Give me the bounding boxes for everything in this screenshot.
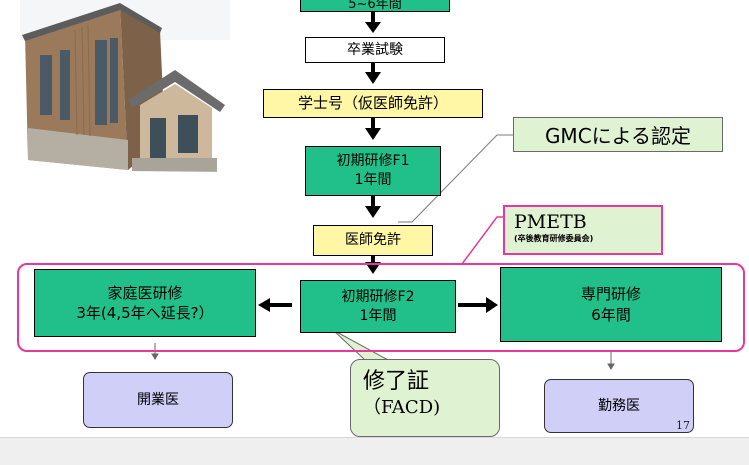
- f1-box: 初期研修F1 1年間: [305, 146, 441, 196]
- family-medicine-box: 家庭医研修 3年(4,5年へ延長?）: [34, 269, 256, 337]
- building-photo: [0, 0, 230, 185]
- specialist-box: 専門研修 6年間: [500, 267, 722, 342]
- family-medicine-label: 家庭医研修 3年(4,5年へ延長?）: [76, 283, 214, 322]
- gp-practice-label: 開業医: [137, 391, 179, 408]
- pmetb-callout: PMETB (卒後教育研修委員会): [503, 205, 663, 255]
- training-group-frame: [17, 263, 745, 352]
- certificate-title: 修了証: [363, 369, 430, 394]
- graduation-exam-label: 卒業試験: [347, 41, 403, 58]
- gmc-label: GMCによる認定: [544, 124, 692, 148]
- hospital-doctor-box: 勤務医: [544, 379, 694, 433]
- license-label: 医師免許: [345, 232, 401, 249]
- f2-box: 初期研修F2 1年間: [300, 280, 456, 333]
- certificate-subtitle: （FACD): [363, 397, 441, 418]
- hospital-doctor-label: 勤務医: [598, 397, 640, 414]
- specialist-label: 専門研修 6年間: [580, 285, 641, 324]
- f2-label: 初期研修F2 1年間: [341, 288, 415, 324]
- gp-practice-box: 開業医: [83, 372, 233, 428]
- certificate-callout: 修了証 （FACD): [350, 359, 500, 437]
- top-partial-box: 5~6年間: [300, 0, 450, 12]
- gmc-callout: GMCによる認定: [513, 117, 723, 152]
- top-partial-label: 5~6年間: [348, 0, 402, 13]
- bachelor-label: 学士号（仮医師免許）: [297, 94, 448, 113]
- graduation-exam-box: 卒業試験: [305, 37, 445, 63]
- license-box: 医師免許: [313, 225, 433, 256]
- f1-label: 初期研修F1 1年間: [336, 153, 410, 188]
- pmetb-subtitle: (卒後教育研修委員会): [514, 234, 594, 243]
- slide-bottom-band: [0, 437, 749, 465]
- page-number: 17: [676, 419, 690, 432]
- bachelor-box: 学士号（仮医師免許）: [263, 89, 483, 118]
- pmetb-title: PMETB: [514, 211, 587, 233]
